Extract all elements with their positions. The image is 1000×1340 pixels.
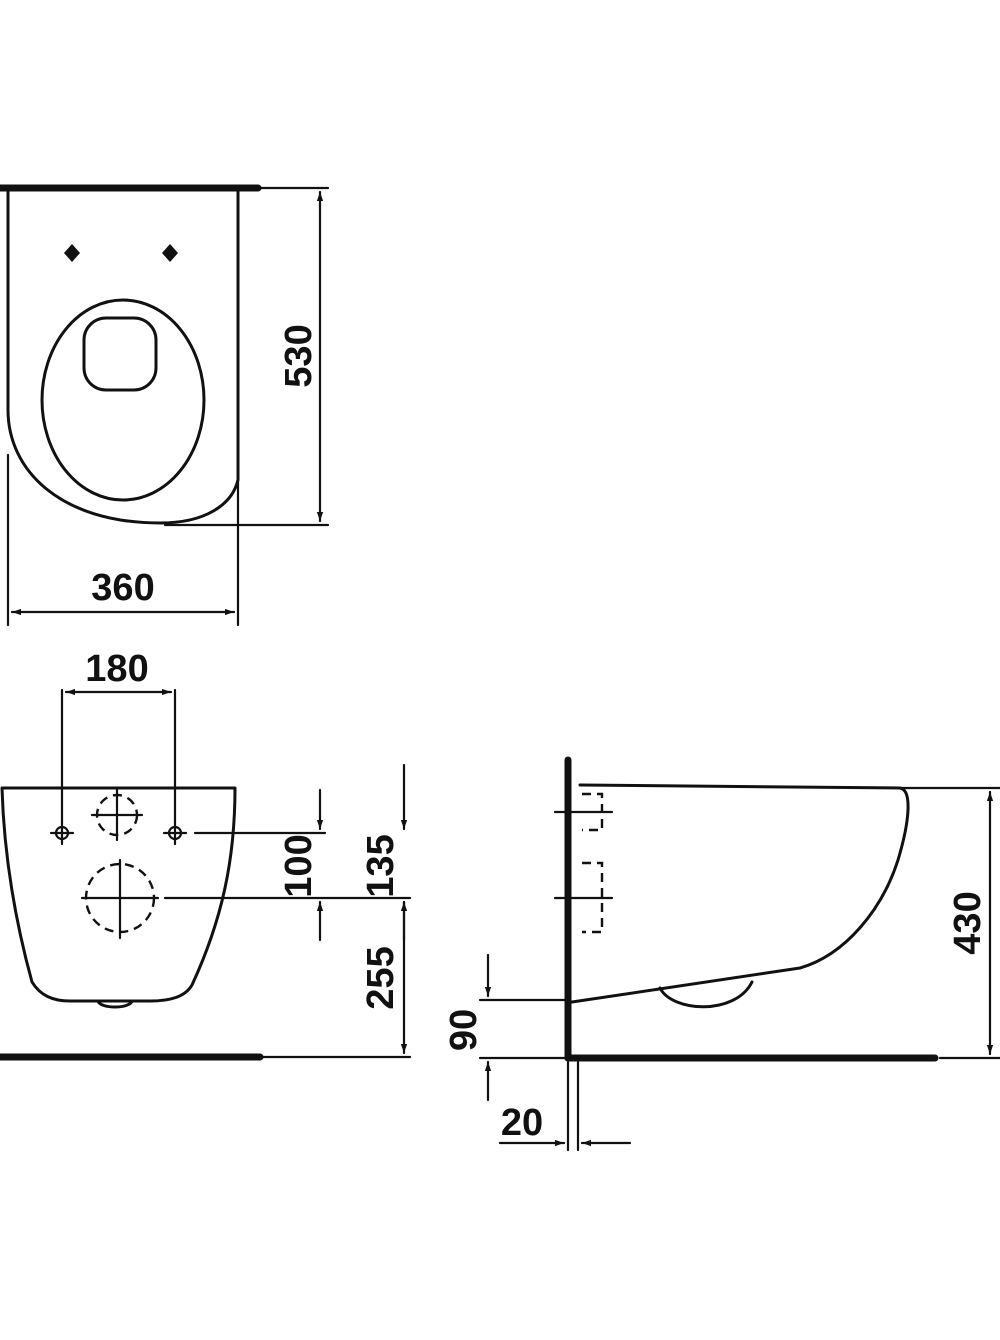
front-view-outlet-lip	[96, 999, 134, 1009]
outlet-offset-label: 100	[278, 834, 320, 897]
top-view-bowl-outline	[6, 190, 240, 525]
wall-outlet-dashed	[582, 861, 604, 934]
bolt-right-icon	[162, 820, 188, 846]
side-outlet-height-label: 90	[443, 1009, 485, 1051]
bowl-opening-outline	[82, 316, 158, 392]
front-view: 180 100 135 255	[0, 648, 412, 1061]
depth-label: 530	[278, 324, 320, 387]
width-label: 360	[91, 567, 154, 609]
seat-bolt-left-icon	[64, 244, 80, 262]
outlet-height-label: 255	[360, 946, 402, 1009]
bolt-height-label: 135	[360, 834, 402, 897]
outlet-hole-icon	[80, 858, 160, 940]
height-label: 430	[947, 891, 989, 954]
seat-bolt-right-icon	[162, 244, 178, 262]
inlet-hole-icon	[90, 788, 144, 842]
wall-gap-label: 20	[501, 1102, 543, 1144]
top-view: 360 530	[0, 184, 330, 627]
bolt-spacing-label: 180	[85, 648, 148, 690]
front-view-bowl-outline	[0, 786, 237, 1003]
side-view: 430 90 20	[443, 756, 1000, 1152]
side-view-outlet-trap	[658, 980, 754, 1009]
toilet-seat-outline	[40, 298, 206, 502]
bolt-left-icon	[49, 820, 75, 846]
side-view-bowl-outline	[570, 783, 910, 1004]
